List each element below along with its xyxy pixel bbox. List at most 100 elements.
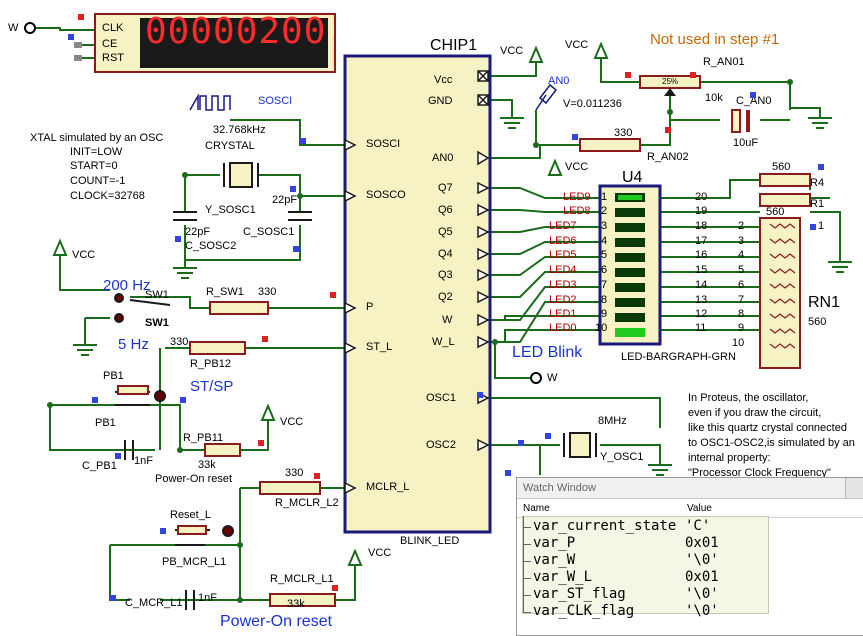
switch-sw1: [114, 293, 171, 323]
cap-1nf-b: 1nF: [198, 592, 217, 604]
w-terminal: [530, 372, 542, 384]
counter-device: [24, 13, 336, 73]
r1-value: 560: [766, 206, 785, 218]
an0-probe: [535, 83, 558, 111]
watch-var-value: '\0': [685, 603, 719, 619]
pushbuttons: [115, 385, 234, 546]
power-on-reset-1: Power-On reset: [155, 473, 233, 485]
marker-square: [160, 528, 166, 534]
r-pb11-label: R_PB11: [183, 432, 224, 444]
pin-osc2: OSC2: [426, 439, 456, 451]
y-sosc1-label: Y_SOSC1: [205, 204, 256, 216]
probe-voltage: V=0.011236: [563, 98, 622, 110]
rn-pin-8: 8: [738, 308, 745, 320]
led5-label: LED5: [549, 249, 577, 261]
w-input-label: W: [8, 22, 19, 34]
chip-title: CHIP1: [430, 37, 478, 54]
pot-percent: 25%: [662, 77, 679, 86]
marker-square: [330, 292, 336, 298]
pb1-label-b: PB1: [95, 417, 116, 429]
r1-label: R1: [810, 198, 825, 210]
bar-pin-17: 17: [695, 235, 708, 247]
watch-col-name[interactable]: Name: [523, 503, 550, 514]
pin-an0: AN0: [432, 152, 454, 164]
clk-pin-label: CLK: [102, 22, 124, 34]
watch-row[interactable]: var_CLK_flag '\0': [517, 603, 767, 620]
pin-osc1: OSC1: [426, 392, 456, 404]
bar-pin-2: 2: [601, 205, 608, 217]
led0-label: LED0: [549, 322, 577, 334]
watch-row[interactable]: var_W '\0': [517, 552, 767, 569]
bar-pin-4: 4: [601, 235, 608, 247]
marker-square: [690, 72, 696, 78]
watch-var-name: var_W_L: [533, 569, 593, 585]
pin-p: P: [366, 301, 374, 313]
rn-pin-4: 4: [738, 249, 745, 261]
pin-q3: Q3: [438, 269, 453, 281]
marker-square: [92, 397, 98, 403]
bar-pin-3: 3: [601, 220, 608, 232]
bargraph-label: LED-BARGRAPH-GRN: [621, 351, 736, 363]
reset-l-label: Reset_L: [170, 509, 211, 521]
led3-label: LED3: [549, 279, 577, 291]
bar-pin-9: 9: [601, 308, 608, 320]
bar-pin-7: 7: [601, 279, 608, 291]
cap-1nf-a: 1nF: [134, 455, 153, 467]
r-an02-value: 330: [614, 127, 633, 139]
watch-window-title[interactable]: Watch Window: [517, 478, 863, 499]
marker-square: [477, 392, 483, 398]
marker-square: [262, 336, 268, 342]
led6-label: LED6: [549, 235, 577, 247]
tree-tick: [523, 561, 531, 562]
watch-var-value: 0x01: [685, 535, 719, 551]
sosci-source-label: SOSCI: [258, 95, 293, 107]
chip-body: [343, 54, 492, 534]
watch-col-value[interactable]: Value: [687, 503, 712, 514]
led7-label: LED7: [549, 220, 577, 232]
r-an01-label: R_AN01: [703, 56, 745, 68]
rn-pin-7: 7: [738, 294, 745, 306]
watch-grid: [522, 516, 769, 614]
c-an0-value: 10uF: [733, 137, 759, 149]
marker-square: [175, 236, 181, 242]
rn-pin-10: 10: [732, 337, 745, 349]
pin-w-l: W_L: [432, 336, 455, 348]
rn-pin-5: 5: [738, 264, 745, 276]
chip-name: BLINK_LED: [400, 535, 460, 547]
rn-pin-3: 3: [738, 235, 745, 247]
bar-pin-1: 1: [601, 191, 608, 203]
marker-square: [750, 92, 756, 98]
watch-var-name: var_current_state: [533, 518, 677, 534]
vcc-arrows: [52, 41, 609, 566]
led9-label: LED9: [563, 191, 591, 203]
r-pb12-value: 330: [170, 336, 189, 348]
bar-pin-6: 6: [601, 264, 608, 276]
freq-5hz: 5 Hz: [118, 336, 149, 353]
watch-window[interactable]: Watch Window Name Value var_current_stat…: [516, 477, 863, 636]
rn-pin-6: 6: [738, 279, 745, 291]
r-mclr-l1-value: 33k: [287, 598, 305, 610]
r-mclr-l2-label: R_MCLR_L2: [275, 497, 339, 509]
pin-q6: Q6: [438, 204, 453, 216]
watch-row[interactable]: var_P 0x01: [517, 535, 767, 552]
pin-sosci: SOSCI: [366, 138, 401, 150]
bar-pin-19: 19: [695, 205, 708, 217]
r-mclr-l1-label: R_MCLR_L1: [270, 573, 334, 585]
bar-pin-16: 16: [695, 249, 708, 261]
pin-mclr-l: MCLR_L: [366, 481, 410, 493]
pot-value: 10k: [705, 92, 723, 104]
marker-square: [314, 473, 320, 479]
watch-window-close-button[interactable]: [845, 478, 863, 498]
watch-row[interactable]: var_W_L 0x01: [517, 569, 767, 586]
r-an02-label: R_AN02: [647, 151, 689, 163]
resistors: [189, 75, 811, 607]
watch-row[interactable]: var_current_state 'C': [517, 518, 767, 535]
proteus-note-5: internal property:: [688, 452, 771, 464]
watch-var-value: 'C': [685, 518, 711, 534]
bar-pin-14: 14: [695, 279, 708, 291]
watch-row[interactable]: var_ST_flag '\0': [517, 586, 767, 603]
pin-vcc: Vcc: [434, 74, 453, 86]
proteus-note-4: to OSC1-OSC2,is simulated by an: [688, 437, 855, 449]
w-output-label: W: [547, 372, 558, 384]
